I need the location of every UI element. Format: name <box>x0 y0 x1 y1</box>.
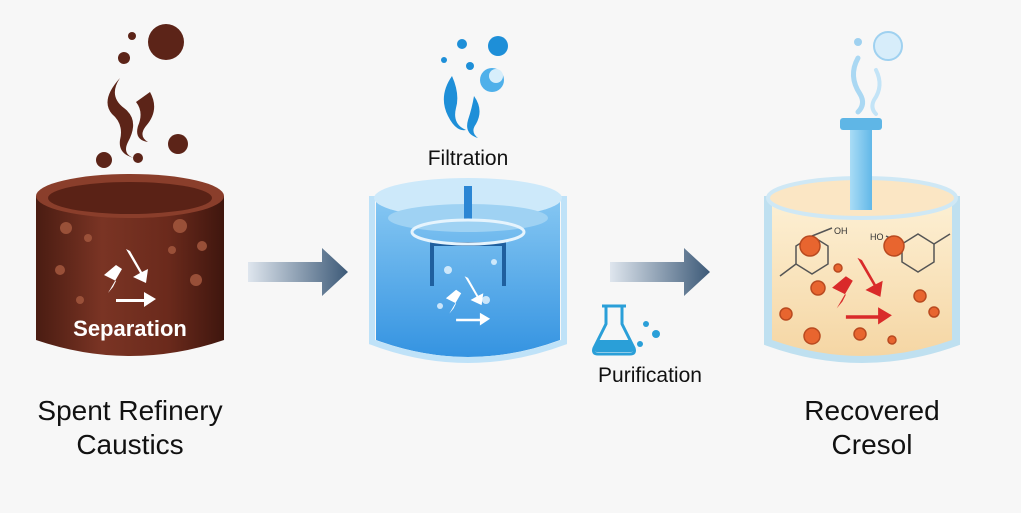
recovered-cresol-line1: Recovered <box>804 395 940 426</box>
recovered-cresol-label: Recovered Cresol <box>778 394 966 462</box>
filter-frame <box>410 218 526 286</box>
rising-blue-drops <box>441 36 508 138</box>
oh-label-right: HO <box>870 232 884 242</box>
filtration-tank <box>369 178 567 363</box>
spent-caustics-tank <box>36 174 224 356</box>
recycle-icon <box>445 276 491 326</box>
tank-bubbles <box>55 219 207 304</box>
spent-caustics-line1: Spent Refinery <box>37 395 223 426</box>
spent-caustics-line2: Caustics <box>76 429 184 460</box>
rising-vapor <box>851 31 903 116</box>
condenser-tube <box>840 118 882 210</box>
arrow-right-icon <box>248 248 348 296</box>
recovered-cresol-line2: Cresol <box>831 429 913 460</box>
oh-label-left: OH <box>834 226 848 236</box>
separation-label: Separation <box>73 316 187 341</box>
arrow-right-icon <box>610 248 710 296</box>
rising-brown-drops <box>96 24 188 168</box>
recovered-cresol-tank: OH HO <box>764 118 960 363</box>
flask-icon <box>592 304 660 356</box>
recycle-icon <box>104 249 156 307</box>
filtration-label: Filtration <box>427 147 509 170</box>
recycle-icon <box>832 257 892 325</box>
orange-droplets <box>779 235 940 345</box>
purification-label: Purification <box>598 364 702 387</box>
spent-caustics-label: Spent Refinery Caustics <box>8 394 252 462</box>
